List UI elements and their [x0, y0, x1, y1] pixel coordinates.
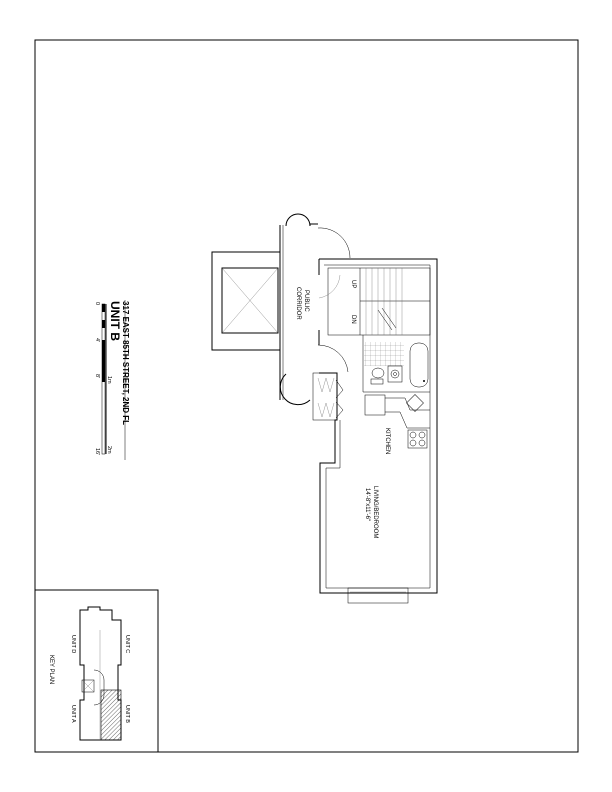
bathtub-icon [409, 342, 429, 388]
living-label: LIVING/BEDROOM [372, 486, 378, 538]
scale-16ft: 16' [94, 448, 100, 455]
window [347, 587, 409, 604]
kitchen-label: KITCHEN [384, 428, 390, 454]
scale-8ft: 8' [94, 374, 100, 378]
scale-bar: 0 4' 8' 16' 1m 2m [94, 302, 112, 455]
stove-icon [407, 429, 428, 449]
kitchen-sink-icon [406, 394, 424, 412]
stair-up-label: UP [350, 280, 356, 288]
key-plan-frame [34, 589, 159, 753]
corridor-label-1: PUBLIC [303, 290, 309, 312]
scale-4ft: 4' [94, 338, 100, 342]
scale-0: 0 [94, 302, 100, 305]
elevator-shaft [211, 251, 280, 351]
address-title: 317 EAST 85TH STREET, 2ND FL [121, 301, 130, 425]
stairs: UP DN [318, 267, 431, 336]
living-dimensions: 14'-8"x11'-6" [364, 488, 370, 521]
key-unit-b: UNIT B [124, 705, 130, 723]
title-block: UNIT B 317 EAST 85TH STREET, 2ND FL [108, 300, 130, 460]
kitchen: KITCHEN [364, 394, 430, 454]
closet [312, 372, 344, 421]
scale-2m: 2m [106, 446, 112, 454]
scale-1m: 1m [106, 376, 112, 384]
unit-b-plan: UP DN [312, 258, 438, 604]
public-corridor: PUBLIC CORRIDOR [279, 213, 351, 406]
key-unit-d: UNIT D [70, 635, 76, 653]
toilet-icon [371, 367, 385, 379]
corridor-label-2: CORRIDOR [295, 287, 301, 320]
key-plan-title: KEY PLAN [48, 655, 54, 684]
sink-icon [387, 365, 403, 383]
key-unit-a: UNIT A [70, 705, 76, 723]
sheet-border [34, 39, 579, 753]
unit-title: UNIT B [108, 301, 122, 341]
key-plan: KEY PLAN UNIT A UNIT B UNIT C UNIT D [48, 606, 130, 741]
stair-down-label: DN [350, 315, 356, 324]
bathroom [362, 335, 430, 393]
refrigerator-icon [364, 394, 386, 416]
key-unit-c: UNIT C [124, 635, 130, 653]
